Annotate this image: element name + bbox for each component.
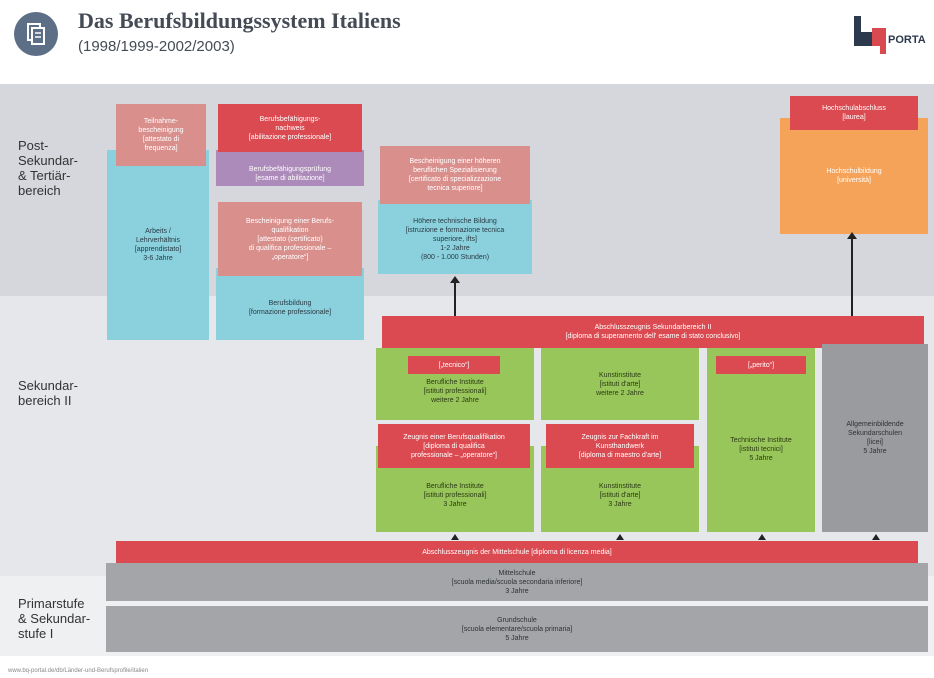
arrow-up-icon: [847, 232, 857, 239]
arrow-to-university: [851, 238, 853, 316]
bq-portal-logo[interactable]: PORTA: [850, 10, 930, 56]
tecnico-badge: [„tecnico“]: [408, 356, 500, 374]
teilnahme-box: Teilnahme- bescheinigung [attestato di f…: [116, 104, 206, 166]
level-label-prim: Primarstufe & Sekundar- stufe I: [18, 596, 91, 641]
arbeits-box: Arbeits / Lehrverhältnis [apprendistato]…: [107, 150, 209, 340]
level-label-sek: Sekundar- bereich II: [18, 378, 78, 408]
mittelschule-box: Mittelschule [scuola media/scuola second…: [106, 563, 928, 601]
perito-badge: [„perito“]: [716, 356, 806, 374]
arrow-up-icon: [872, 534, 880, 540]
hochschulbildung-box: Hochschulbildung [università]: [780, 118, 928, 234]
zeugnis-berufsqual-box: Zeugnis einer Berufsqualifikation [diplo…: [378, 424, 530, 468]
befaehigungsnachweis-box: Berufsbefähigungs- nachweis [abilitazion…: [218, 104, 362, 152]
allgemein-box: Allgemeinbildende Sekundarschulen [licei…: [822, 344, 928, 532]
arrow-up-icon: [758, 534, 766, 540]
zeugnis-fachkraft-box: Zeugnis zur Fachkraft im Kunsthandwerk […: [546, 424, 694, 468]
befaehigungspruefung-box: Berufsbefähigungsprüfung [esame di abili…: [216, 150, 364, 186]
level-label-post: Post- Sekundar- & Tertiär- bereich: [18, 138, 78, 198]
page-title: Das Berufsbildungssystem Italiens: [78, 8, 401, 33]
document-stack-icon: [14, 12, 58, 56]
abschluss-mittel-banner: Abschlusszeugnis der Mittelschule [diplo…: [116, 541, 918, 563]
arrow-up-icon: [450, 276, 460, 283]
page-subtitle: (1998/1999-2002/2003): [78, 38, 235, 55]
grundschule-box: Grundschule [scuola elementare/scuola pr…: [106, 606, 928, 652]
hochschulabschluss-box: Hochschulabschluss [laurea]: [790, 96, 918, 130]
kunst-weitere-box: Kunstinstitute [istituti d'arte] weitere…: [541, 348, 699, 420]
logo-text: PORTA: [888, 34, 926, 46]
hoehere-spez-box: Bescheinigung einer höheren beruflichen …: [380, 146, 530, 204]
berufsbildung-box: Berufsbildung [formazione professionale]: [216, 268, 364, 340]
berufsqualifikation-box: Bescheinigung einer Berufs- qualifikatio…: [218, 202, 362, 276]
source-url[interactable]: www.bq-portal.de/db/Länder-und-Berufspro…: [8, 668, 149, 674]
arrow-to-ifts: [454, 282, 456, 316]
technische-inst-box: Technische Institute [istituti tecnici] …: [707, 348, 815, 532]
arrow-up-icon: [616, 534, 624, 540]
abschluss-sek2-banner: Abschlusszeugnis Sekundarbereich II [dip…: [382, 316, 924, 348]
arrow-up-icon: [451, 534, 459, 540]
berufl-inst-weitere-box: Berufliche Institute [istituti professio…: [376, 348, 534, 420]
hoehere-bildung-box: Höhere technische Bildung [istruzione e …: [378, 200, 532, 274]
